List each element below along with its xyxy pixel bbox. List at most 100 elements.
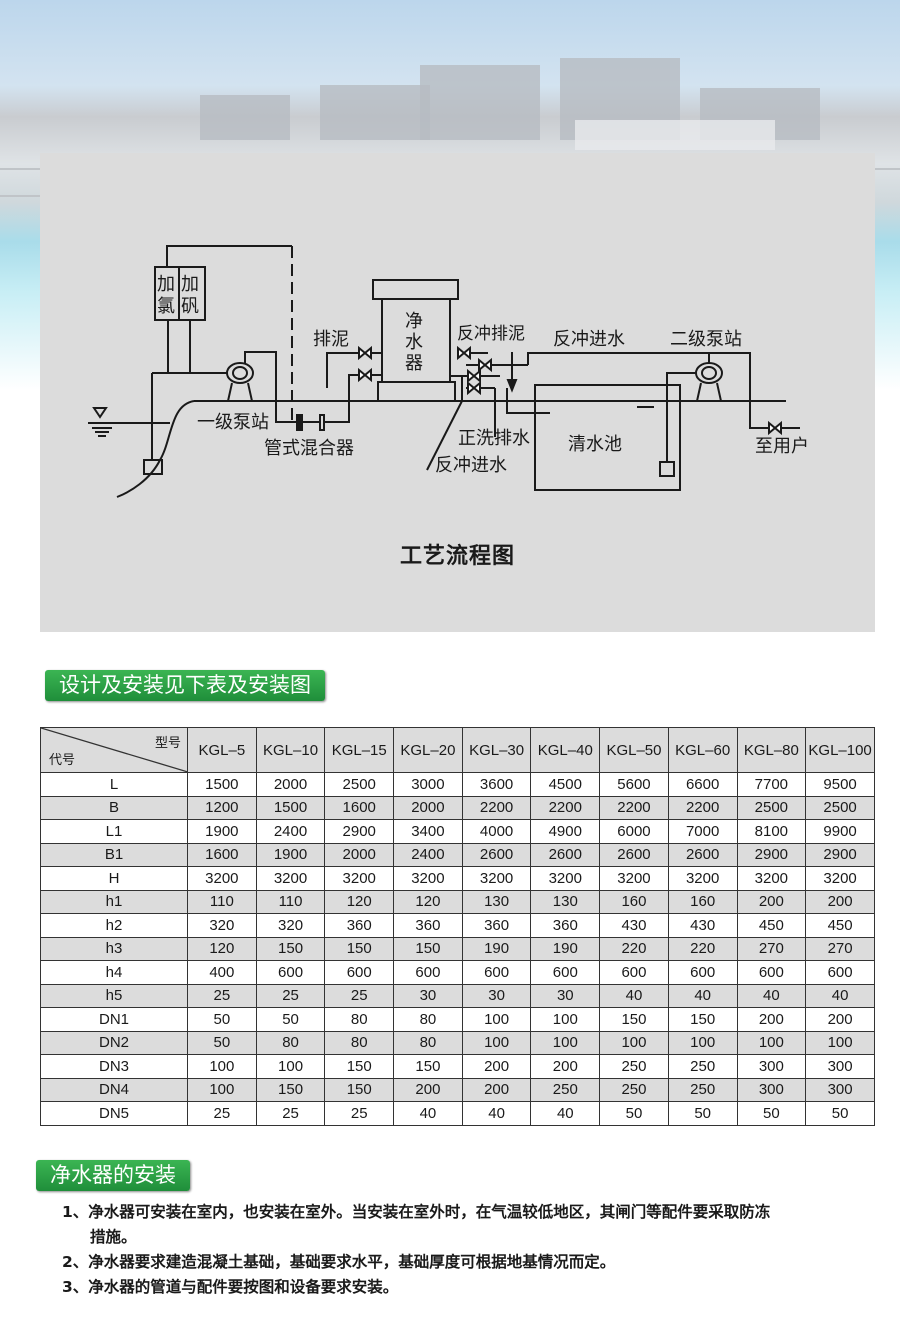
corner-model-label: 型号 [154, 735, 181, 750]
label-clear-tank: 清水池 [568, 434, 622, 455]
table-cell: 160 [599, 889, 669, 914]
row-code: h5 [40, 983, 188, 1008]
table-cell: 7700 [736, 772, 807, 797]
table-cell: 4500 [530, 772, 601, 797]
table-cell: 2600 [530, 842, 601, 867]
model-header: KGL–80 [736, 727, 807, 773]
table-cell: 600 [530, 960, 601, 985]
label-backwash-inlet-top: 反冲进水 [553, 329, 625, 350]
table-cell: 250 [667, 1054, 738, 1079]
table-cell: 430 [667, 913, 738, 938]
table-cell: 600 [667, 960, 738, 985]
table-cell: 50 [599, 1101, 669, 1126]
note-1-cont: 措施。 [90, 1228, 137, 1246]
table-cell: 2500 [805, 795, 875, 820]
note-2: 2、净水器要求建造混凝土基础，基础要求水平，基础厚度可根据地基情况而定。 [62, 1253, 616, 1271]
table-cell: 50 [187, 1007, 257, 1032]
table-cell: 100 [530, 1030, 601, 1055]
table-cell: 1200 [187, 795, 257, 820]
table-cell: 120 [393, 889, 463, 914]
table-cell: 3200 [530, 866, 601, 891]
clear-tank [534, 384, 681, 491]
table-cell: 100 [187, 1054, 257, 1079]
label-primary-pump: 一级泵站 [197, 412, 269, 433]
table-cell: 360 [324, 913, 395, 938]
alum-box [178, 266, 206, 321]
valve-icon [457, 345, 471, 361]
process-flow-diagram: 加 氯 加 矾 净 水 器 排泥 反冲排泥 反冲进水 二级泵站 一级泵站 管式混… [88, 245, 809, 498]
table-cell: 160 [667, 889, 738, 914]
table-cell: 100 [530, 1007, 601, 1032]
table-cell: 200 [393, 1077, 463, 1102]
table-cell: 250 [667, 1077, 738, 1102]
table-cell: 2000 [324, 842, 395, 867]
water-level-icon [92, 407, 108, 419]
table-cell: 30 [530, 983, 601, 1008]
table-cell: 150 [255, 1077, 326, 1102]
table-cell: 25 [255, 983, 326, 1008]
table-cell: 300 [805, 1077, 875, 1102]
row-code: B [40, 795, 188, 820]
label-alum-2: 矾 [181, 296, 199, 317]
table-corner-header: 型号 代号 [40, 727, 188, 773]
table-cell: 30 [461, 983, 532, 1008]
table-cell: 30 [393, 983, 463, 1008]
table-cell: 360 [461, 913, 532, 938]
table-cell: 2500 [736, 795, 807, 820]
table-cell: 150 [393, 1054, 463, 1079]
label-forward-wash: 正洗排水 [458, 428, 530, 449]
table-cell: 100 [461, 1030, 532, 1055]
purifier-cap [372, 279, 459, 300]
purifier-base [377, 381, 456, 402]
table-cell: 600 [599, 960, 669, 985]
label-backwash-sludge: 反冲排泥 [457, 324, 525, 344]
label-secondary-pump: 二级泵站 [670, 329, 742, 350]
table-cell: 150 [324, 1054, 395, 1079]
label-alum-1: 加 [181, 274, 199, 295]
table-cell: 300 [736, 1077, 807, 1102]
table-cell: 150 [393, 936, 463, 961]
table-cell: 100 [187, 1077, 257, 1102]
model-header: KGL–10 [255, 727, 326, 773]
valve-icon [768, 420, 782, 436]
label-sludge: 排泥 [313, 329, 349, 350]
table-cell: 130 [530, 889, 601, 914]
table-cell: 80 [393, 1007, 463, 1032]
table-cell: 25 [324, 1101, 395, 1126]
table-cell: 3200 [393, 866, 463, 891]
label-purifier-1: 净 [405, 311, 423, 332]
note-3: 3、净水器的管道与配件要按图和设备要求安装。 [62, 1278, 399, 1296]
table-cell: 3400 [393, 819, 463, 844]
table-cell: 600 [461, 960, 532, 985]
table-cell: 25 [187, 1101, 257, 1126]
table-cell: 320 [255, 913, 326, 938]
corner-diagonal [41, 728, 188, 772]
row-code: h3 [40, 936, 188, 961]
table-cell: 200 [530, 1054, 601, 1079]
table-cell: 1600 [324, 795, 395, 820]
table-cell: 50 [667, 1101, 738, 1126]
table-cell: 220 [599, 936, 669, 961]
table-cell: 3200 [187, 866, 257, 891]
table-cell: 2200 [599, 795, 669, 820]
table-cell: 25 [187, 983, 257, 1008]
table-cell: 100 [599, 1030, 669, 1055]
table-cell: 2900 [736, 842, 807, 867]
table-cell: 190 [461, 936, 532, 961]
table-cell: 2400 [255, 819, 326, 844]
row-code: h4 [40, 960, 188, 985]
model-header: KGL–20 [393, 727, 463, 773]
table-cell: 1900 [255, 842, 326, 867]
note-1: 1、净水器可安装在室内，也安装在室外。当安装在室外时，在气温较低地区，其闸门等配… [62, 1203, 771, 1221]
label-backwash-inlet-bottom: 反冲进水 [435, 455, 507, 476]
